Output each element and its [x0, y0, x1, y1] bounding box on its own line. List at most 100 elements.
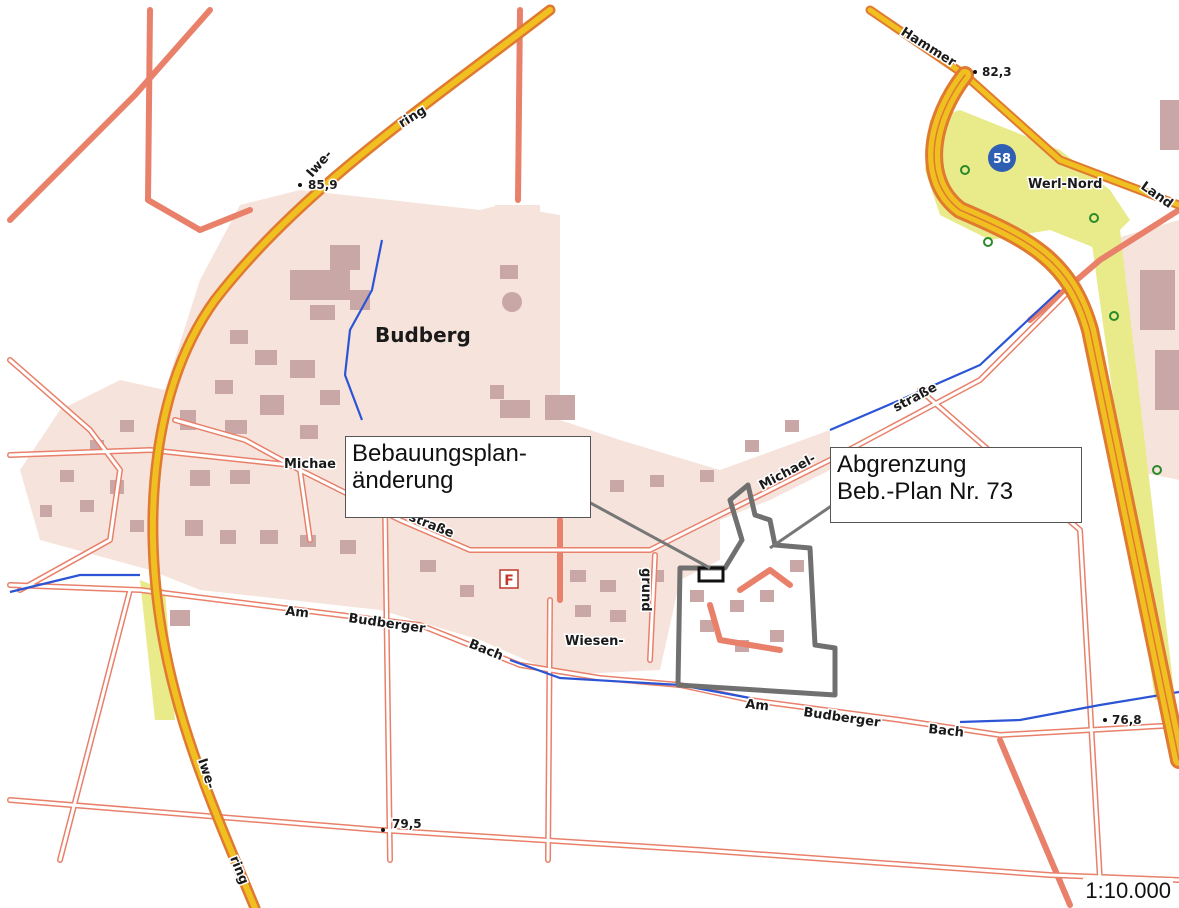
building: [500, 400, 530, 418]
building: [650, 475, 664, 487]
building: [190, 470, 210, 486]
road-diag-west-fill: [8, 358, 122, 592]
building: [760, 590, 774, 602]
callout-plan-change: Bebauungsplan- änderung: [345, 436, 591, 518]
elevation-markers: 82,3 85,9 76,8 79,5: [298, 64, 1143, 833]
callout-plan-change-line1: Bebauungsplan-: [352, 440, 527, 467]
building: [170, 610, 190, 626]
building: [420, 560, 436, 572]
fire-station-letter: F: [504, 573, 514, 589]
building: [730, 600, 744, 612]
leader-boundary: [769, 498, 841, 550]
highway-verge: [1090, 230, 1175, 700]
plan-boundary-73: [675, 482, 838, 698]
callout-boundary: Abgrenzung Beb.-Plan Nr. 73: [830, 447, 1082, 523]
elevation-label: 82,3: [982, 65, 1012, 79]
road-north-west-loop: [145, 7, 253, 233]
building: [785, 420, 799, 432]
buildings: [40, 100, 1179, 652]
building: [120, 420, 134, 432]
road-south-fill: [8, 798, 1179, 882]
building: [1140, 270, 1175, 330]
settlement-north-strip: [495, 205, 545, 420]
callout-boundary-line2: Beb.-Plan Nr. 73: [837, 478, 1014, 505]
building: [40, 505, 52, 517]
stream-michael: [829, 289, 1061, 432]
label-bach-east-2: Budberger: [802, 705, 881, 731]
road-am-budberger-bach-fill: [8, 583, 1179, 737]
building: [260, 530, 278, 544]
ramp-symbol: [1109, 311, 1119, 321]
building: [700, 620, 714, 632]
ramp-symbol: [1089, 213, 1099, 223]
building: [745, 440, 759, 452]
tower: [502, 292, 522, 312]
building: [1160, 100, 1179, 150]
building: [225, 420, 247, 434]
building: [80, 500, 94, 512]
elevation-dot: [973, 70, 977, 74]
building: [215, 380, 233, 394]
label-iwe-bottom-b: ring: [226, 854, 251, 887]
leader-plan-change: [584, 498, 711, 570]
fire-station-box: [499, 569, 519, 589]
road-south: [7, 797, 1179, 883]
building: [300, 425, 318, 439]
building: [230, 470, 250, 484]
label-bach-east-1: Am: [745, 697, 770, 714]
major-roads: [147, 4, 1179, 908]
road-cul-de-sac: [707, 602, 783, 653]
building: [220, 530, 236, 544]
elevation-dot: [298, 183, 302, 187]
road-michaelstrasse-fill: [8, 288, 1072, 552]
place-name-budberg: Budberg: [375, 323, 471, 347]
building: [260, 395, 284, 415]
building: [490, 385, 504, 399]
stream-bach-east: [959, 690, 1179, 724]
label-wiesen-a: Wiesen-: [565, 634, 624, 649]
elevation-dot: [1103, 718, 1107, 722]
junction-marker: 58 Werl-Nord: [988, 144, 1104, 194]
building: [230, 330, 248, 344]
label-hammer: Hammer: [898, 25, 959, 71]
building: [610, 480, 624, 492]
ramp-symbol: [1152, 465, 1162, 475]
junction-badge: [988, 144, 1016, 172]
label-wiesen-b: grund: [638, 568, 653, 612]
waterways: [9, 239, 1179, 724]
boundary-outline: [675, 482, 838, 698]
motorway-divider: [933, 74, 1179, 761]
elevation-dot: [381, 828, 385, 832]
building: [185, 520, 203, 536]
building: [575, 605, 591, 617]
ramp-symbol: [983, 237, 993, 247]
road-bottom-right: [997, 737, 1073, 908]
road-iweering-fill: [150, 7, 553, 908]
fire-station-marker: F: [499, 569, 519, 589]
building: [130, 520, 144, 532]
building: [340, 540, 356, 554]
label-michael-west-a: Michae: [284, 457, 336, 472]
road-top-right: [1027, 207, 1179, 323]
label-bach-east-3: Bach: [928, 722, 965, 741]
road-vertical-1-fill: [383, 508, 392, 862]
building: [770, 630, 784, 642]
building: [60, 470, 74, 482]
building: [600, 580, 616, 592]
road-cross-west-fill: [173, 418, 312, 542]
interchange-symbols: [960, 165, 1162, 475]
minor-roads: [7, 7, 1179, 908]
building: [330, 245, 360, 270]
callout-plan-change-line2: änderung: [352, 467, 454, 494]
building: [700, 470, 714, 482]
elevation-label: 79,5: [392, 817, 422, 831]
junction-number: 58: [993, 152, 1011, 167]
building: [790, 560, 804, 572]
building: [690, 590, 704, 602]
ramp-symbol: [960, 165, 970, 175]
stream-budberger-bach: [509, 658, 751, 700]
building: [545, 395, 575, 420]
road-vertical-2-fill: [546, 598, 552, 862]
label-bach-west-1: Am: [285, 604, 310, 621]
